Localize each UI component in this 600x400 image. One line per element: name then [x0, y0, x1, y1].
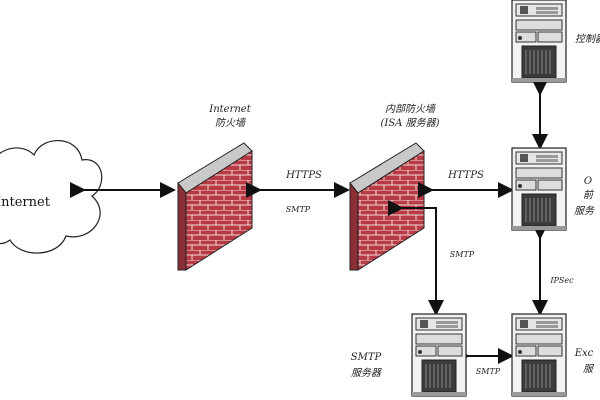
server-exchange — [511, 313, 567, 397]
server-top — [511, 0, 567, 83]
server-top-label: 控制器 — [575, 33, 600, 45]
server-smtp-label-line2: 服务器 — [351, 367, 382, 379]
server-middle — [511, 147, 567, 231]
link-https-outer-label: HTTPS — [285, 170, 322, 181]
server-smtp — [411, 313, 467, 397]
link-smtp-outer-label: SMTP — [286, 205, 311, 214]
link-https-inner-label: HTTPS — [447, 170, 484, 181]
internet-cloud — [0, 140, 103, 254]
server-smtp-label-line1: SMTP — [351, 352, 382, 363]
server-mid-label-line2: 前 — [583, 189, 595, 201]
link-smtp-vertical-label: SMTP — [450, 250, 475, 259]
inner-firewall-label-line1: 内部防火墙 — [385, 103, 437, 115]
link-ipsec-label: IPSec — [549, 276, 574, 285]
inner-firewall — [349, 142, 425, 271]
server-exchange-label-line2: 服 — [583, 363, 595, 375]
server-exchange-label-line1: Exc — [574, 348, 594, 359]
server-mid-label-line1: O — [584, 176, 592, 187]
arrow-inner-smtp — [388, 200, 444, 316]
outer-firewall-label-line1: Internet — [208, 104, 251, 115]
link-smtp-bottom-label: SMTP — [476, 367, 501, 376]
internet-cloud-label: Internet — [0, 195, 51, 210]
inner-firewall-label-line2: (ISA 服务器) — [380, 117, 439, 129]
outer-firewall-label-line2: 防火墙 — [215, 117, 247, 129]
server-mid-label-line3: 服务 — [574, 205, 595, 217]
outer-firewall — [177, 142, 253, 271]
